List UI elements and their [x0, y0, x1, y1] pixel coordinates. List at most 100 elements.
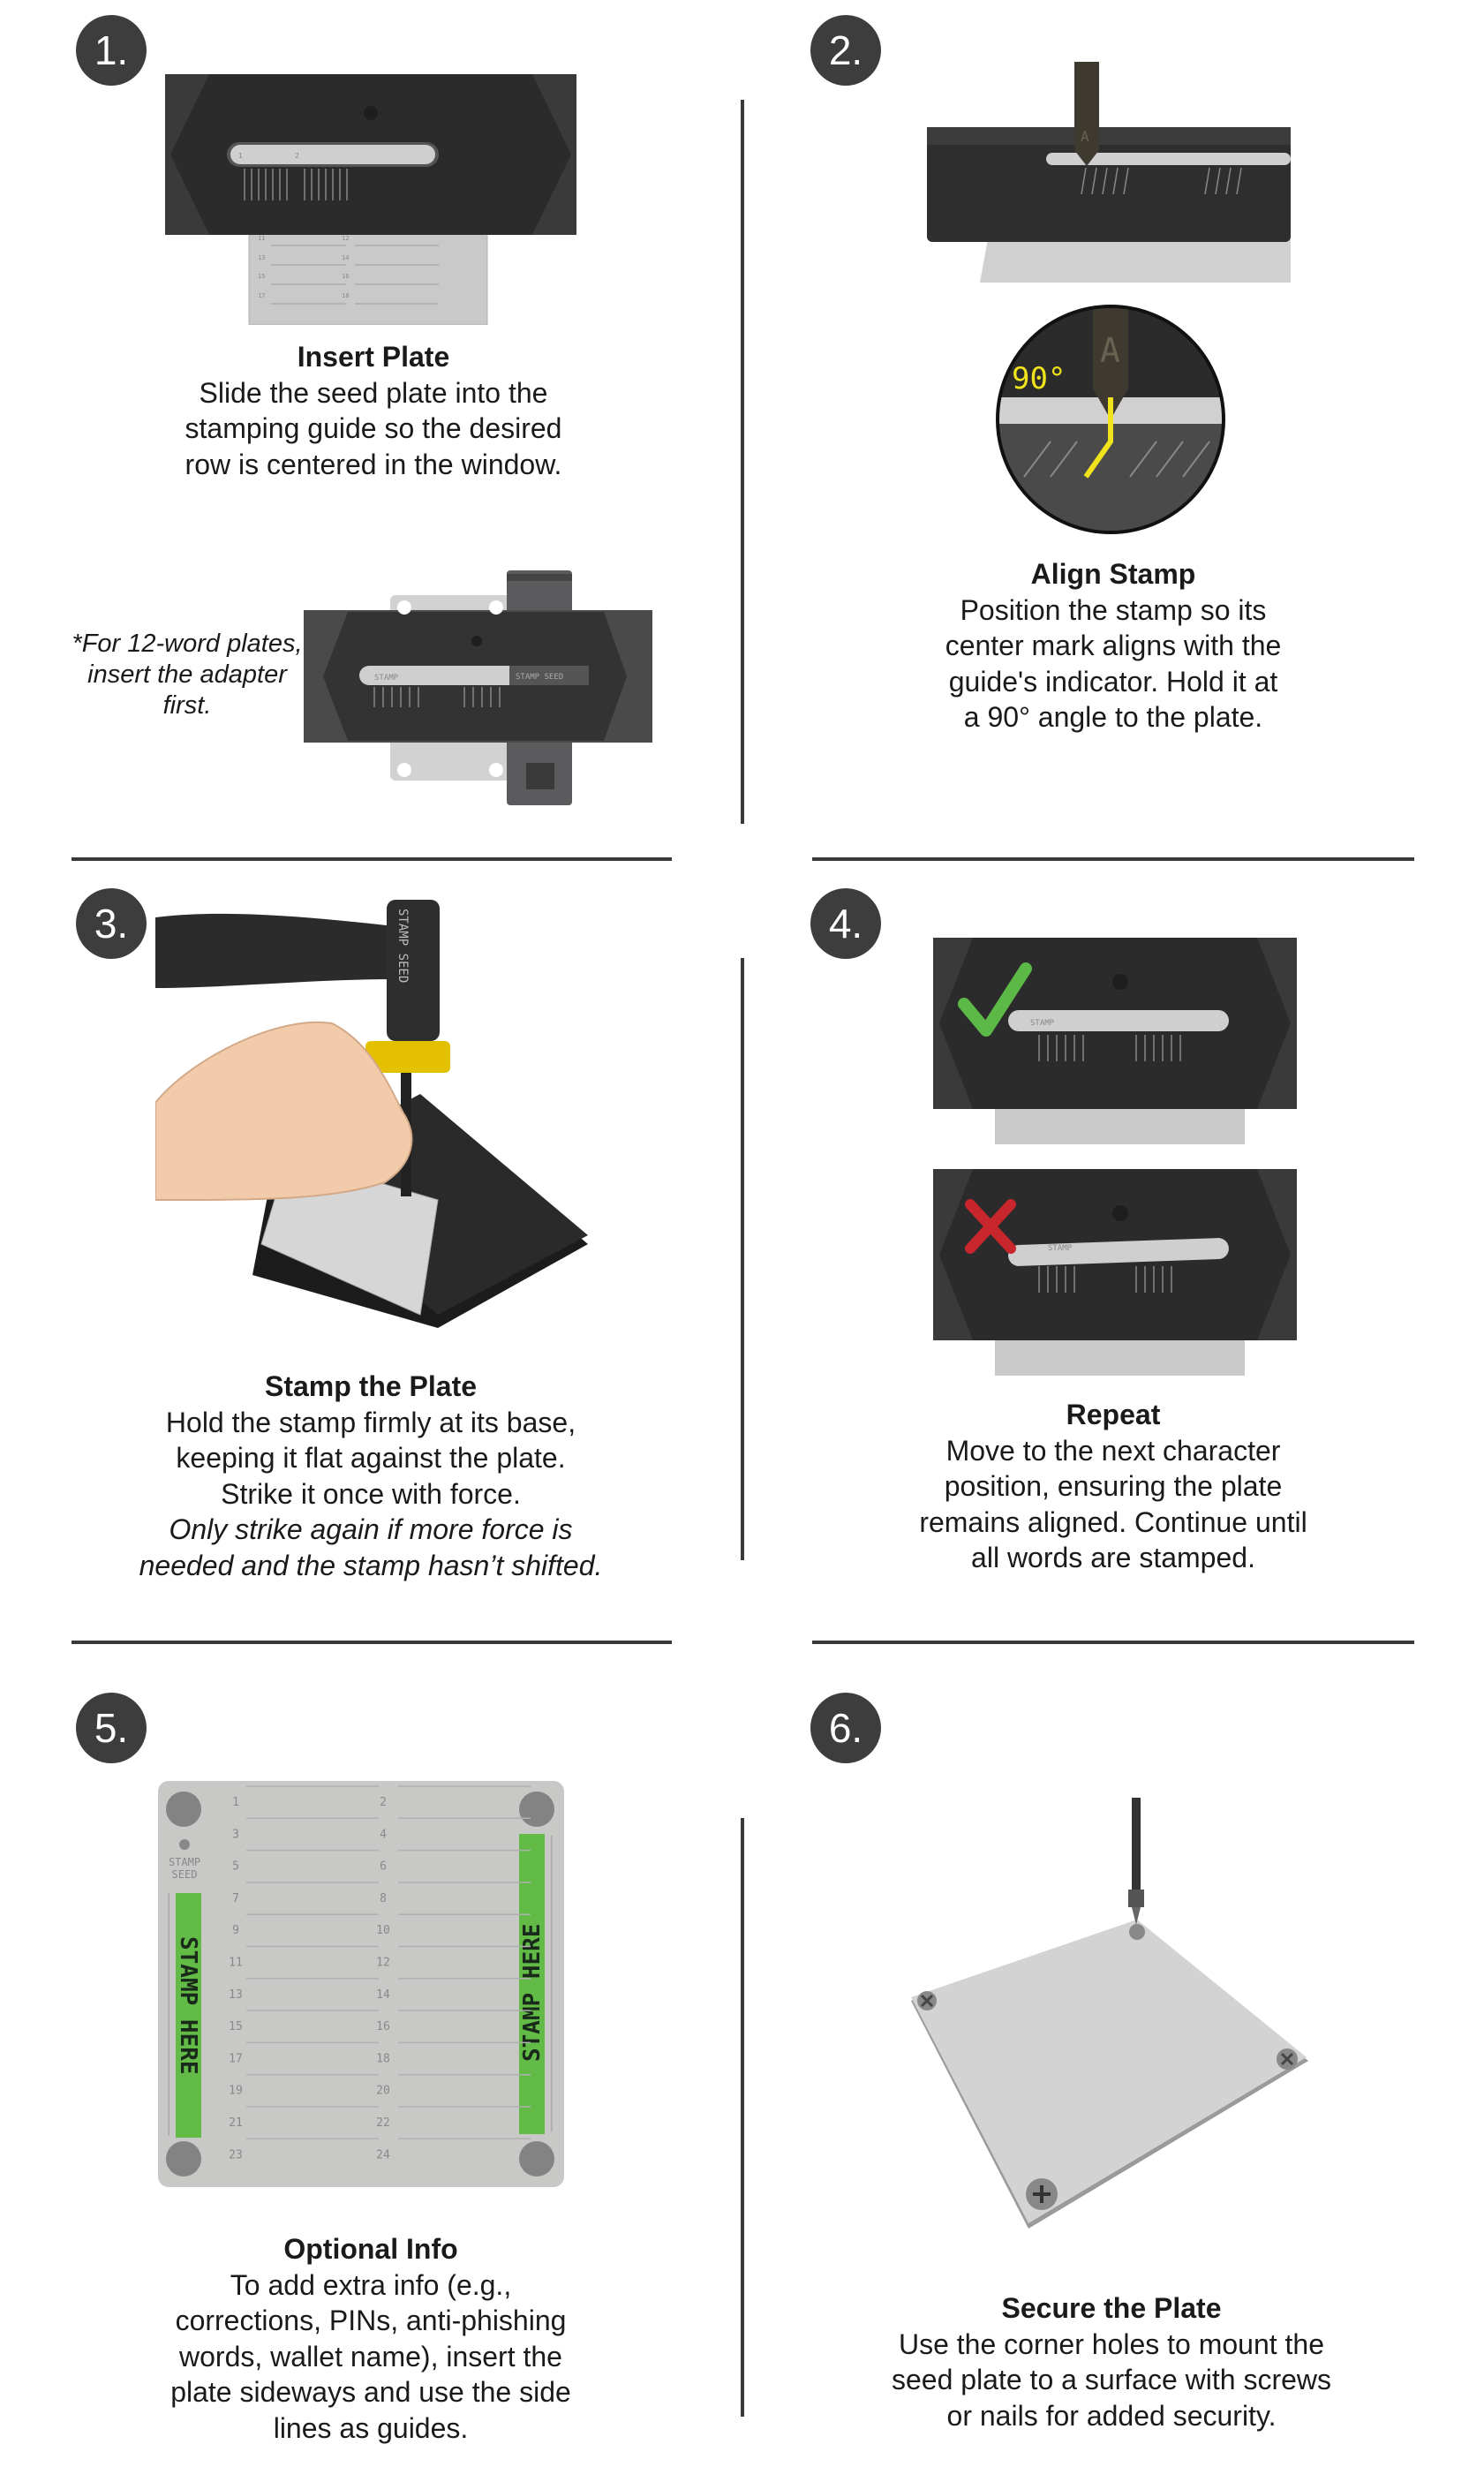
cross-icon	[965, 1199, 1016, 1254]
svg-text:17: 17	[258, 292, 265, 299]
svg-text:A: A	[1081, 128, 1089, 145]
plate-row-number: 6	[380, 1860, 387, 1874]
divider-horizontal	[72, 1641, 672, 1644]
stamp-here-strip	[176, 1893, 201, 2138]
incorrect-alignment-illustration: STAMP	[933, 1169, 1297, 1376]
plate-row-number: 23	[229, 2148, 243, 2161]
step-number-badge: 2.	[810, 15, 881, 86]
stamp-plate-illustration: STAMP SEED	[155, 900, 588, 1328]
divider-vertical	[741, 100, 744, 824]
svg-text:2: 2	[295, 152, 299, 160]
step-number-badge: 4.	[810, 888, 881, 959]
svg-text:STAMP: STAMP	[374, 674, 399, 683]
align-stamp-illustration: A A 90°	[927, 62, 1291, 534]
step-text: Strike it once with force.	[221, 1477, 521, 1510]
step-text: Use the corner holes to mount the	[898, 2327, 1325, 2360]
step-text: a 90° angle to the plate.	[963, 701, 1263, 733]
screwdriver-icon	[1132, 1798, 1141, 1895]
lock-logo-icon	[364, 106, 378, 120]
step-title: Repeat	[1066, 1399, 1161, 1430]
plate-row-number: 3	[232, 1828, 239, 1841]
svg-text:13: 13	[258, 254, 265, 261]
step-text: keeping it flat against the plate.	[176, 1442, 566, 1474]
stamp-here-label: STAMP HERE	[175, 1936, 201, 2075]
svg-text:STAMP SEED: STAMP SEED	[516, 673, 563, 682]
plate-row-number: 7	[232, 1892, 239, 1905]
angle-label: 90°	[1012, 361, 1066, 396]
plate-row-number: 22	[376, 2116, 390, 2130]
plate-row-number: 13	[229, 1988, 243, 2002]
plate-row-number: 18	[376, 2052, 390, 2065]
svg-text:16: 16	[342, 273, 349, 280]
plate-row-number: 21	[229, 2116, 243, 2130]
step-caption: Align Stamp Position the stamp so its ce…	[840, 556, 1387, 736]
step-text: or nails for added security.	[946, 2399, 1277, 2432]
secure-plate-illustration	[911, 1798, 1308, 2229]
divider-horizontal	[812, 857, 1414, 861]
svg-text:STAMP: STAMP	[1048, 1244, 1073, 1253]
svg-text:14: 14	[342, 254, 349, 261]
step-text: center mark aligns with the	[945, 630, 1282, 661]
step-caption: Repeat Move to the next character positi…	[840, 1397, 1387, 1576]
step-number-badge: 5.	[76, 1693, 147, 1763]
svg-text:SEED: SEED	[172, 1868, 198, 1881]
svg-text:1: 1	[238, 152, 243, 160]
step-text: lines as guides.	[273, 2411, 469, 2444]
step-number-badge: 1.	[76, 15, 147, 86]
divider-vertical	[741, 1818, 744, 2417]
step-text: seed plate to a surface with screws	[891, 2364, 1331, 2395]
checkmark-icon	[958, 962, 1032, 1037]
plate-row-number: 9	[232, 1924, 239, 1937]
step-caption: Secure the Plate Use the corner holes to…	[838, 2290, 1385, 2433]
step-text: remains aligned. Continue until	[919, 1505, 1307, 1538]
adapter-illustration: STAMP STAMP SEED	[304, 570, 652, 805]
plate-row-number: 17	[229, 2052, 243, 2065]
plate-row-number: 19	[229, 2085, 243, 2098]
step-text: Slide the seed plate into the	[199, 376, 548, 409]
stamp-here-strip	[519, 1834, 545, 2134]
step-number-badge: 3.	[76, 888, 147, 959]
step-title: Insert Plate	[297, 341, 450, 373]
note-text: adapter first.	[162, 660, 287, 720]
svg-text:STAMP: STAMP	[1030, 1019, 1055, 1028]
plate-row-number: 14	[376, 1988, 390, 2002]
step-text: plate sideways and use the side	[170, 2376, 571, 2408]
lock-logo-icon	[179, 1839, 190, 1850]
plate-row-number: 15	[229, 2020, 243, 2033]
step-text: stamping guide so the desired	[185, 412, 562, 444]
svg-text:12: 12	[342, 235, 349, 242]
step-text: words, wallet name), insert the	[179, 2340, 562, 2373]
svg-text:A: A	[1100, 331, 1120, 370]
plate-row-number: 2	[380, 1796, 387, 1809]
step-text: To add extra info (e.g.,	[230, 2268, 512, 2301]
note-text: *For 12-word	[72, 630, 221, 658]
svg-text:STAMP: STAMP	[169, 1856, 200, 1868]
svg-text:STAMP SEED: STAMP SEED	[395, 909, 410, 983]
note-text: plates, insert the	[87, 630, 303, 689]
adapter-note: *For 12-word plates, insert the adapter …	[64, 629, 311, 721]
svg-text:18: 18	[342, 292, 349, 299]
step-text: guide's indicator. Hold it at	[948, 665, 1278, 698]
step-text: Position the stamp so its	[960, 593, 1267, 626]
step-text: Move to the next character	[945, 1434, 1281, 1467]
plate-row-number: 16	[376, 2020, 390, 2033]
divider-horizontal	[72, 857, 672, 861]
lock-logo-icon	[1112, 1205, 1128, 1221]
divider-vertical	[741, 958, 744, 1560]
svg-text:11: 11	[258, 235, 265, 242]
lock-logo-icon	[471, 636, 482, 646]
plate-row-number: 4	[380, 1828, 387, 1841]
correct-alignment-illustration: STAMP	[933, 938, 1297, 1144]
plate-row-number: 12	[376, 1957, 390, 1970]
step-caption: Optional Info To add extra info (e.g., c…	[97, 2231, 644, 2446]
lock-logo-icon	[1112, 974, 1128, 990]
svg-text:15: 15	[258, 273, 265, 280]
step-caption: Stamp the Plate Hold the stamp firmly at…	[97, 1369, 644, 1583]
step-text: Hold the stamp firmly at its base,	[165, 1406, 576, 1438]
plate-row-number: 8	[380, 1892, 387, 1905]
step-number-badge: 6.	[810, 1693, 881, 1763]
stamp-here-label: STAMP HERE	[519, 1923, 546, 2062]
